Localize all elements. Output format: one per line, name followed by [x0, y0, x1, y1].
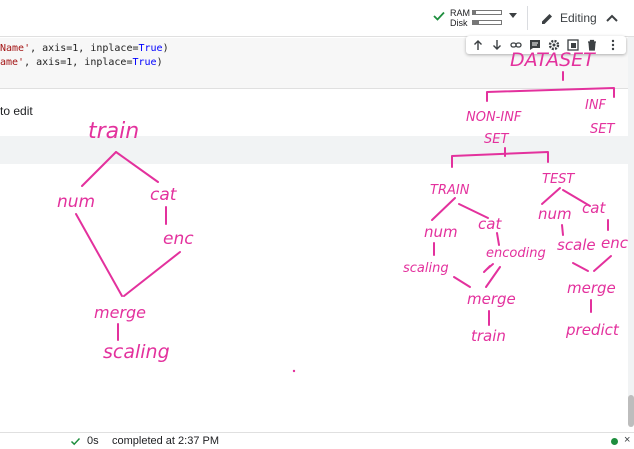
sketch-text: num [57, 192, 95, 212]
code-text: ) [162, 43, 169, 54]
sketch-text: NON-INF [466, 110, 522, 125]
sketch-text: cat [150, 185, 178, 205]
sketch-text: predict [565, 321, 620, 339]
sketch-text: INF [585, 98, 607, 113]
cell-toolbar [466, 36, 626, 54]
disk-label: Disk [450, 18, 468, 28]
sketch-text: SET [590, 122, 615, 137]
code-text: ) [156, 57, 163, 68]
sketch-stroke [123, 251, 181, 297]
settings-icon[interactable] [548, 39, 560, 51]
checkmark-icon [433, 11, 445, 21]
sketch-stroke [485, 266, 501, 288]
chevron-up-icon[interactable] [600, 6, 624, 30]
sketch-stroke [572, 262, 589, 272]
status-bar: 0s completed at 2:37 PM × [0, 432, 634, 449]
sketch-dot [292, 369, 296, 373]
editing-label: Editing [560, 11, 597, 25]
sketch-stroke [431, 197, 456, 221]
sketch-stroke [562, 189, 591, 207]
editing-button[interactable]: Editing [541, 8, 597, 28]
disk-bar [472, 20, 502, 25]
sketch-stroke [453, 276, 471, 288]
sketch-stroke [561, 224, 564, 236]
code-text: , axis=1, inplace= [24, 57, 133, 68]
comment-icon[interactable] [529, 39, 541, 51]
sketch-text: enc [163, 229, 194, 249]
code-keyword: True [132, 57, 157, 68]
sketch-text: num [424, 223, 458, 241]
sketch-text: scale [557, 236, 596, 254]
top-toolbar: RAM Disk Editing [0, 0, 634, 37]
sketch-text: train [471, 327, 506, 345]
pencil-icon [542, 13, 552, 24]
close-status-button[interactable]: × [624, 434, 631, 446]
sketch-text: TEST [542, 172, 575, 187]
ram-bar-fill [473, 11, 476, 14]
sketch-text: num [538, 205, 572, 223]
text-cell-hint[interactable]: to edit [0, 104, 33, 118]
sketch-text: merge [467, 290, 516, 308]
code-line: ame', axis=1, inplace=True) [0, 56, 163, 70]
code-string: Name' [0, 43, 31, 54]
ram-label: RAM [450, 8, 470, 18]
ram-bar [472, 10, 502, 15]
chevron-down-icon[interactable] [509, 13, 517, 18]
sketch-text: cat [478, 215, 502, 233]
scrollbar-track[interactable] [628, 37, 634, 407]
sketch-stroke [483, 263, 494, 273]
empty-cell[interactable] [0, 136, 628, 164]
disk-bar-fill [473, 21, 479, 24]
sketch-text: cat [582, 199, 606, 217]
sketch-stroke [458, 203, 489, 219]
sketch-text: merge [567, 279, 616, 297]
sketch-text: scaling [403, 261, 449, 276]
sketch-text: encoding [486, 246, 546, 261]
code-line: Name', axis=1, inplace=True) [0, 42, 169, 56]
sketch-text: TRAIN [430, 183, 470, 198]
sketch-text: merge [94, 303, 146, 322]
scrollbar-thumb[interactable] [628, 395, 634, 427]
sketch-stroke [486, 87, 615, 102]
code-text: , axis=1, inplace= [30, 43, 139, 54]
sketch-stroke [593, 255, 612, 272]
sketch-text: enc [601, 234, 629, 252]
sketch-stroke [496, 232, 500, 246]
sketch-stroke [75, 213, 123, 297]
code-keyword: True [138, 43, 163, 54]
sketch-text: scaling [103, 341, 170, 363]
divider [527, 6, 528, 30]
delete-icon[interactable] [586, 39, 598, 51]
resource-labels[interactable]: RAM Disk [450, 8, 470, 28]
mirror-cell-icon[interactable] [567, 39, 579, 51]
sketch-stroke [541, 187, 561, 205]
more-vert-icon[interactable] [607, 39, 619, 51]
arrow-down-icon[interactable] [491, 39, 503, 51]
completion-text: completed at 2:37 PM [112, 435, 220, 447]
code-string: ame' [0, 57, 25, 68]
link-icon[interactable] [510, 39, 522, 51]
arrow-up-icon[interactable] [472, 39, 484, 51]
connection-status-dot [611, 438, 618, 445]
checkmark-icon [70, 437, 81, 446]
execution-time: 0s [87, 435, 99, 447]
